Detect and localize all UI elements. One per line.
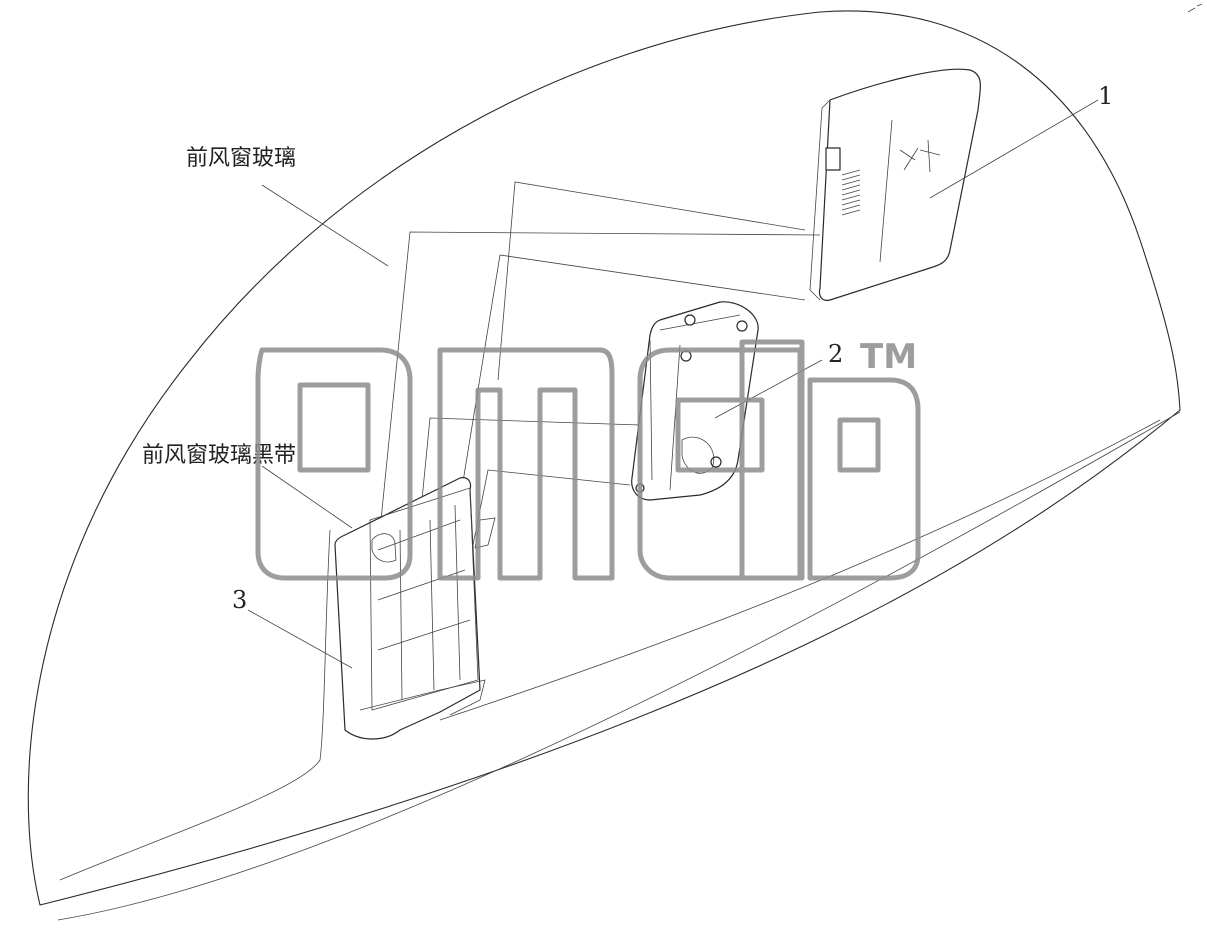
- callout-number-3: 3: [232, 586, 247, 614]
- part-3-bracket: [334, 477, 496, 740]
- black-band-lower-edge: [439, 419, 1161, 721]
- watermark-logo: TM: [255, 337, 921, 581]
- windshield-black-band-label: 前风窗玻璃黑带: [142, 443, 296, 468]
- black-band-leader-line: [261, 465, 353, 529]
- svg-text:TM: TM: [860, 337, 917, 377]
- assembly-guide-line: [419, 417, 641, 521]
- assembly-guide-line: [459, 254, 806, 501]
- part-1-leader-line: [929, 99, 1099, 199]
- windshield-label: 前风窗玻璃: [186, 146, 296, 171]
- part-3-leader-line: [247, 609, 353, 669]
- windshield-outline: [27, 10, 1181, 906]
- windshield-leader-line: [261, 184, 389, 267]
- assembly-guide-line: [469, 469, 631, 561]
- callout-number-1: 1: [1098, 82, 1113, 110]
- assembly-guide-line: [497, 181, 806, 381]
- part-1-cover: [809, 68, 981, 301]
- windshield-inner-edge: [57, 411, 1181, 921]
- corner-mark: [1187, 3, 1203, 13]
- black-band-edge: [59, 529, 331, 881]
- assembly-guide-line: [379, 231, 821, 531]
- callout-number-2: 2: [828, 340, 843, 368]
